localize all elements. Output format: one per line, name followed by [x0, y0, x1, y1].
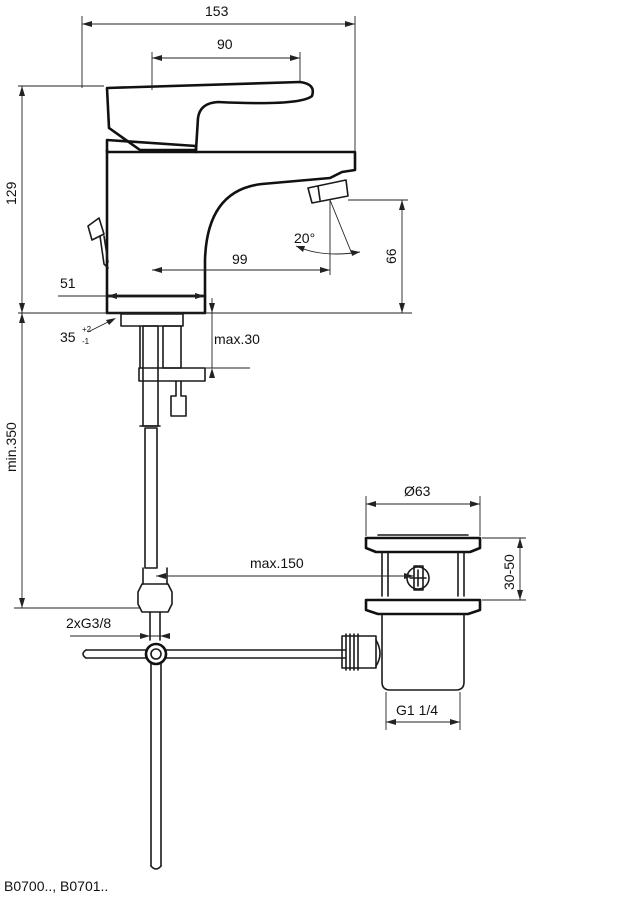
label-hose-length: min.350 [3, 422, 19, 472]
dim-height-overall [18, 85, 104, 313]
linkage-port [341, 633, 381, 671]
dim-lever-reach [151, 52, 301, 90]
label-width-overall: 153 [205, 3, 229, 19]
label-deck-thickness: max.30 [214, 331, 260, 347]
angle-valve [144, 642, 168, 666]
dim-spout-height [348, 199, 408, 313]
label-hole-tol-plus: +2 [82, 325, 92, 334]
dim-deck-thickness [205, 298, 250, 378]
label-spout-height: 66 [383, 248, 399, 264]
dim-waste-height [482, 537, 526, 601]
supply-hoses [82, 325, 347, 870]
dim-body-offset [58, 293, 205, 299]
waste-plug-cap [364, 536, 482, 554]
dim-hose-thread [70, 612, 170, 640]
label-hose-thread: 2xG3/8 [66, 615, 111, 631]
label-height-overall: 129 [3, 181, 19, 205]
label-lever-reach: 90 [217, 36, 233, 52]
dim-spout-reach [152, 200, 331, 275]
waste-flange [364, 598, 482, 616]
label-pull-rod-length: max.150 [250, 555, 304, 571]
label-hole-diameter: 35 [60, 329, 76, 345]
fixing-plate [138, 367, 206, 382]
dim-waste-diameter [365, 496, 481, 536]
spout-aerator [307, 179, 349, 204]
dim-width-overall [81, 16, 356, 152]
hose-nut [137, 583, 173, 613]
dim-spout-angle [295, 199, 361, 256]
mixer-tap [87, 80, 357, 369]
label-spout-angle: 20° [294, 230, 315, 246]
dim-waste-thread [385, 692, 461, 730]
label-spout-reach: 99 [232, 251, 248, 267]
label-waste-height: 30-50 [501, 554, 517, 590]
label-body-offset: 51 [60, 275, 76, 291]
label-product-codes: B0700.., B0701.. [4, 878, 108, 894]
tap-body [105, 148, 357, 298]
dim-hose-length [14, 313, 140, 609]
pull-rod-knob [87, 217, 109, 269]
lever-handle [105, 80, 315, 152]
popup-waste [341, 534, 482, 691]
label-waste-thread: G1 1/4 [396, 702, 438, 718]
label-hole-tol-minus: -1 [82, 337, 90, 346]
tap-base-flange [105, 294, 207, 315]
label-waste-diameter: Ø63 [404, 483, 431, 499]
dim-hole-diameter [87, 318, 116, 333]
dim-pull-rod [156, 573, 414, 579]
